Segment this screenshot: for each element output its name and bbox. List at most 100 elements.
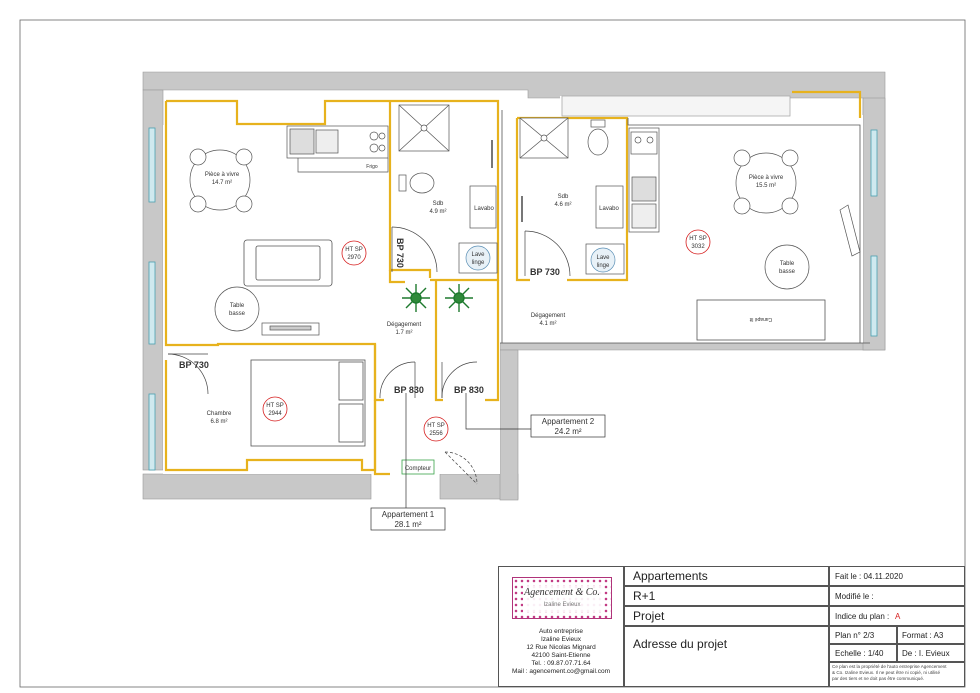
callout-apt-1-name: Appartement 1 <box>382 510 435 519</box>
format: Format : A3 <box>902 631 944 640</box>
frigo-label: Frigo <box>366 164 378 170</box>
height-2970-line2: 2970 <box>347 255 361 261</box>
project-type-cell <box>624 566 829 586</box>
address: Adresse du projet <box>633 637 728 651</box>
lavabo-2-label: Lavabo <box>599 206 619 212</box>
project-type: Appartements <box>633 569 708 583</box>
furniture-labels: Table basse Table basse Lavabo Lavabo La… <box>229 164 796 322</box>
callout-apt-2 <box>530 414 606 438</box>
room-area-sdb-2: 4.6 m² <box>554 202 571 208</box>
height-marker-2944 <box>262 396 288 422</box>
height-3032-line1: HT SP <box>689 236 707 242</box>
author: De : I. Evieux <box>902 649 950 658</box>
door-label-apt-2: BP 830 <box>454 385 484 395</box>
callout-apt-2-area: 24.2 m² <box>554 427 581 436</box>
table-basse-1-line2: basse <box>229 311 246 317</box>
room-area-degagement-1: 1.7 m² <box>395 330 412 336</box>
thin-walls <box>500 95 870 344</box>
canape-lit-label: Canapé lit <box>749 316 772 322</box>
modified-cell <box>829 586 965 606</box>
room-area-piece-vivre-1: 14.7 m² <box>212 180 232 186</box>
height-2556-line2: 2556 <box>429 431 443 437</box>
table-basse-2-line2: basse <box>779 269 796 275</box>
height-2970-line1: HT SP <box>345 247 363 253</box>
door-labels: BP 730 BP 730 BP 730 BP 830 BP 830 <box>179 238 560 395</box>
height-marker-2970 <box>341 240 367 266</box>
company-logo: Agencement & Co. Izaline Evieux <box>512 577 612 619</box>
table-basse-2-line1: Table <box>780 261 795 267</box>
compteur-box <box>401 459 435 475</box>
disclaimer: Ce plan est la propriété de l'auto entre… <box>832 664 947 682</box>
level-cell <box>624 586 829 606</box>
table-basse-1-line1: Table <box>230 303 245 309</box>
room-name-piece-vivre-2: Pièce à vivre <box>749 175 784 181</box>
height-marker-3032 <box>685 229 711 255</box>
company-line-2: Izaline Evieux <box>540 636 582 643</box>
height-2944-line1: HT SP <box>266 403 284 409</box>
tv-unit-2 <box>839 204 861 257</box>
scale-cell <box>829 644 897 662</box>
index-cell <box>829 606 965 626</box>
door-swings <box>167 226 571 485</box>
company-line-3: 12 Rue Nicolas Mignard <box>526 644 596 651</box>
room-area-chambre: 6.8 m² <box>210 419 227 425</box>
kitchen-counter-1 <box>286 125 389 173</box>
index-value: A <box>895 612 901 621</box>
bathroom-2-fixtures <box>519 117 625 275</box>
company-info: Auto entreprise Izaline Evieux 12 Rue Ni… <box>500 628 622 676</box>
height-marker-2556 <box>423 416 449 442</box>
sheet-border <box>19 19 966 688</box>
disclaimer-cell <box>829 662 965 687</box>
dining-table-2 <box>733 149 799 215</box>
lave-linge-1-line2: linge <box>472 260 485 266</box>
plan-no-cell <box>829 626 897 644</box>
format-cell <box>897 626 965 644</box>
door-label-sdb-2: BP 730 <box>530 267 560 277</box>
done-date: Fait le : 04.11.2020 <box>835 572 903 581</box>
project: Projet <box>633 609 665 623</box>
room-name-chambre: Chambre <box>207 411 232 417</box>
disclaimer-line-3: par des tiers et ne doit pas être commun… <box>832 676 925 681</box>
company-line-4: 42100 Saint-Etienne <box>531 652 591 659</box>
height-markers: HT SP 2970 HT SP 2944 HT SP 2556 HT SP 3… <box>262 229 711 442</box>
company-line-1: Auto entreprise <box>538 628 584 635</box>
room-name-degagement-2: Dégagement <box>531 313 566 319</box>
sofa-bed-2 <box>696 299 826 341</box>
coffee-tables <box>214 244 810 332</box>
logo-sub: Izaline Evieux <box>543 602 581 608</box>
room-name-degagement-1: Dégagement <box>387 322 422 328</box>
door-label-chambre: BP 730 <box>179 360 209 370</box>
logo-name: Agencement & Co. <box>524 587 600 598</box>
room-area-piece-vivre-2: 15.5 m² <box>756 183 776 189</box>
room-area-degagement-2: 4.1 m² <box>539 321 556 327</box>
partitions <box>164 90 862 476</box>
door-label-sdb-1: BP 730 <box>395 238 405 268</box>
bathroom-1-fixtures <box>398 104 498 274</box>
room-labels: Pièce à vivre 14.7 m² Sdb 4.9 m² Dégagem… <box>205 172 784 425</box>
room-name-sdb-2: Sdb <box>558 194 569 200</box>
callout-apt-2-name: Appartement 2 <box>542 417 595 426</box>
height-2556-line1: HT SP <box>427 423 445 429</box>
index-label: Indice du plan : <box>835 612 890 621</box>
kitchen-counter-2 <box>628 127 660 233</box>
level: R+1 <box>633 589 656 603</box>
lave-linge-2-line1: Lave <box>596 255 610 261</box>
modified: Modifié le : <box>835 592 874 601</box>
height-2944-line2: 2944 <box>268 411 282 417</box>
callout-apt-1 <box>370 507 446 531</box>
company-line-6: Mail : agencement.co@gmail.com <box>512 668 610 675</box>
apartment-callouts: Appartement 1 28.1 m² Appartement 2 24.2… <box>370 393 606 531</box>
windows <box>148 127 878 471</box>
dining-table-1 <box>189 148 253 213</box>
plants <box>402 284 473 312</box>
door-label-apt-1: BP 830 <box>394 385 424 395</box>
scale: Echelle : 1/40 <box>835 649 884 658</box>
disclaimer-line-1: Ce plan est la propriété de l'auto entre… <box>832 664 947 669</box>
lave-linge-2-line2: linge <box>597 263 610 269</box>
sofa-1 <box>243 239 333 287</box>
room-area-sdb-1: 4.9 m² <box>429 209 446 215</box>
height-3032-line2: 3032 <box>691 244 705 250</box>
plan-no: Plan n° 2/3 <box>835 631 875 640</box>
